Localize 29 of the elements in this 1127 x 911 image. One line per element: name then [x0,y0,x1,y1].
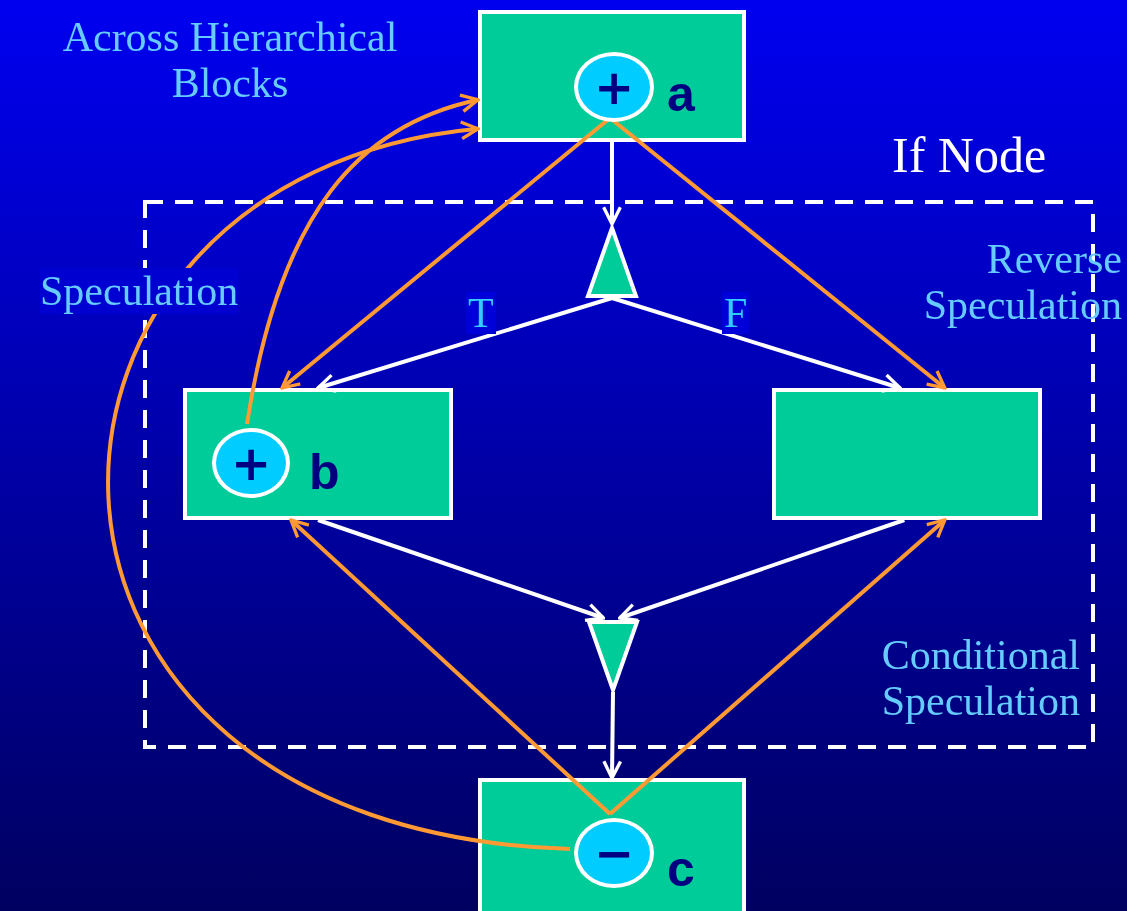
block-label: a [667,69,695,119]
block-label: b [309,447,340,497]
annotation-text: Across Hierarchical Blocks [61,14,399,107]
block-box [478,10,746,142]
annotation-text: Conditional Speculation [880,632,1080,725]
merge-triangle [585,618,641,694]
arrow [611,296,902,393]
block-box [183,388,453,520]
edge-label: T [466,292,496,334]
edge-label: F [722,292,750,334]
arrow [316,296,613,393]
arrow [602,691,623,780]
arrow [602,142,622,226]
arrow [608,518,947,816]
arrow [618,518,905,623]
annotation-text: Reverse Speculation [922,236,1122,329]
branch-triangle [584,224,640,300]
arrow [245,94,480,425]
group-title: If Node [892,128,1047,183]
operator-circle: − [574,818,654,888]
arrow [289,518,612,816]
block-label: c [667,844,695,894]
arrow [106,122,571,851]
operator-circle: + [212,428,290,498]
operator-circle: + [574,52,654,122]
block-box [772,388,1042,520]
arrow [317,518,606,623]
annotation-text: Speculation [40,268,239,315]
block-box [478,778,746,911]
